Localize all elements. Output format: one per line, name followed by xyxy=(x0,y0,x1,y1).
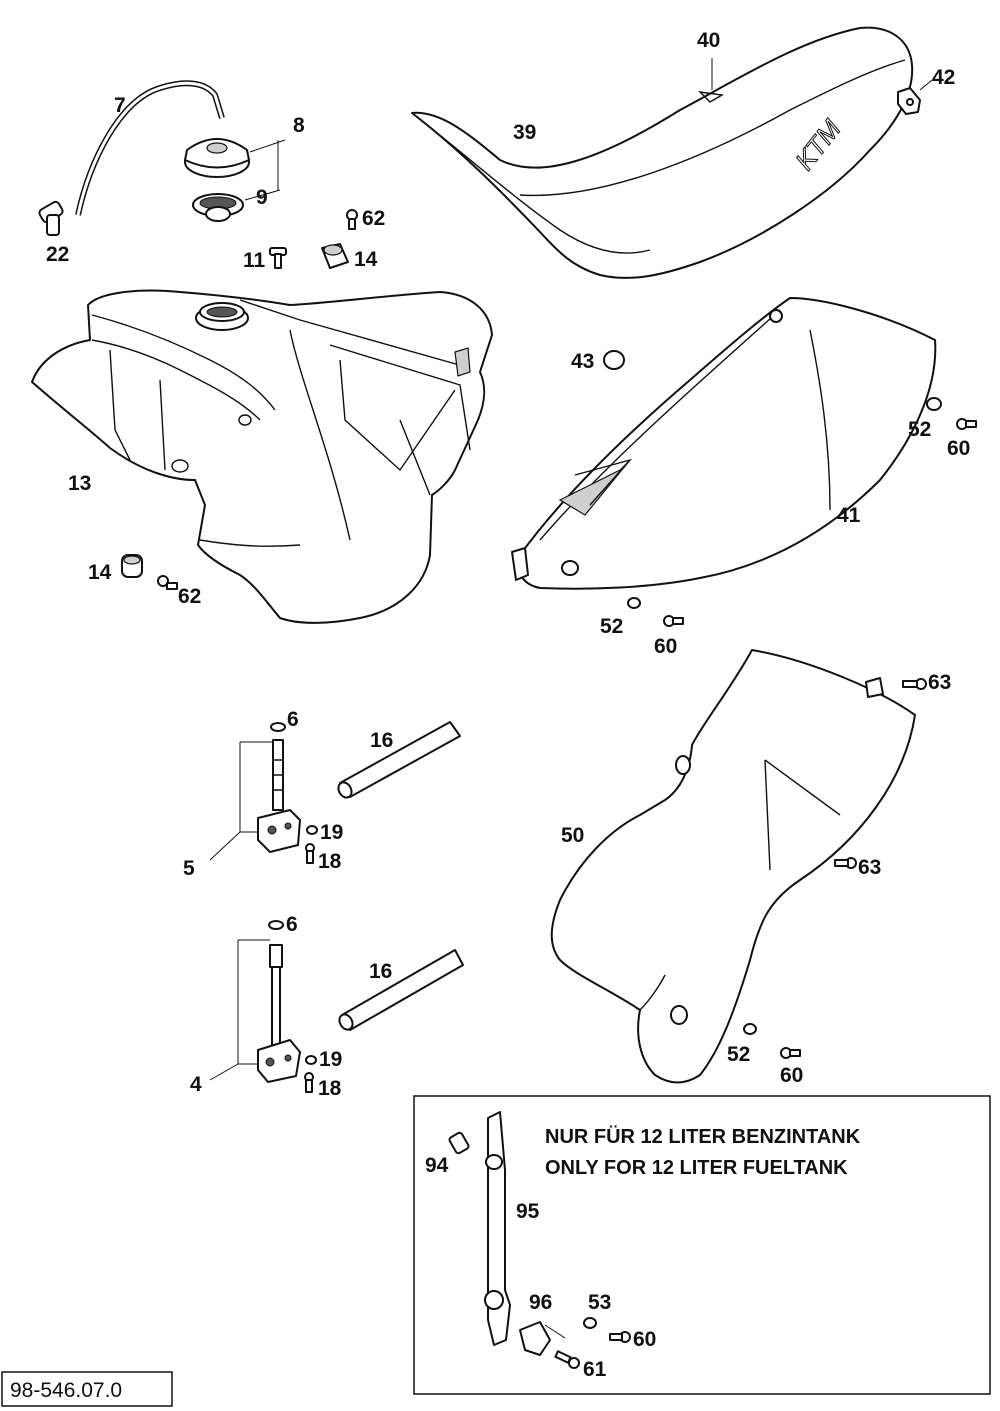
bolt-63-mid xyxy=(834,857,857,869)
label-63-mid: 63 xyxy=(858,856,881,879)
washer-52-mid xyxy=(627,597,641,609)
bolt-60-kit xyxy=(609,1331,631,1343)
label-60-lower: 60 xyxy=(780,1064,803,1087)
document-number-box: 98-546.07.0 xyxy=(1,1371,173,1407)
label-96: 96 xyxy=(529,1291,552,1314)
label-39: 39 xyxy=(513,121,536,144)
label-6-upper: 6 xyxy=(287,708,299,731)
bolt-60-right xyxy=(956,418,977,430)
label-40: 40 xyxy=(697,29,720,52)
fuel-tap-4 xyxy=(237,920,301,1083)
label-62-lower: 62 xyxy=(178,585,201,608)
leader-lines xyxy=(209,58,933,1081)
label-53: 53 xyxy=(588,1291,611,1314)
label-95: 95 xyxy=(516,1200,540,1223)
label-52-right: 52 xyxy=(908,418,931,441)
label-18-upper: 18 xyxy=(318,850,342,873)
seat-39: KTM xyxy=(411,26,914,279)
bolt-63-top xyxy=(902,678,927,690)
bushing-14-top xyxy=(321,243,349,269)
nut-96 xyxy=(519,1321,566,1356)
label-62-top: 62 xyxy=(362,207,385,230)
screw-11 xyxy=(269,247,287,269)
label-11: 11 xyxy=(243,249,266,272)
kit-box-12-liter xyxy=(413,1095,991,1395)
washer-19-upper xyxy=(306,825,318,835)
label-19-upper: 19 xyxy=(320,821,343,844)
label-61: 61 xyxy=(583,1358,607,1381)
label-52-lower: 52 xyxy=(727,1043,750,1066)
label-60-mid: 60 xyxy=(654,635,677,658)
label-16-lower: 16 xyxy=(369,960,392,983)
label-41: 41 xyxy=(837,504,861,527)
screw-62-lower xyxy=(157,575,178,590)
cap-seal-9 xyxy=(192,193,244,222)
screw-62-top xyxy=(346,209,358,230)
label-22: 22 xyxy=(46,243,69,266)
label-52-mid: 52 xyxy=(600,615,623,638)
label-63-top: 63 xyxy=(928,671,951,694)
label-19-lower: 19 xyxy=(319,1048,342,1071)
seat-bracket-42 xyxy=(897,87,921,115)
label-14-lower: 14 xyxy=(88,561,112,584)
label-60-right: 60 xyxy=(947,437,970,460)
label-7: 7 xyxy=(114,94,126,117)
label-4: 4 xyxy=(190,1073,202,1096)
label-5: 5 xyxy=(183,857,195,880)
fuel-line-16-upper xyxy=(337,721,461,799)
bracket-95 xyxy=(484,1111,511,1346)
washer-19-lower xyxy=(305,1055,317,1065)
label-6-lower: 6 xyxy=(286,913,298,936)
washer-53 xyxy=(583,1317,597,1329)
label-14-top: 14 xyxy=(354,248,378,271)
screw-18-lower xyxy=(304,1072,314,1093)
bushing-43 xyxy=(603,350,625,370)
elbow-fitting-22 xyxy=(38,200,64,236)
fuel-tank-13 xyxy=(31,289,493,624)
bolt-60-mid xyxy=(663,615,684,627)
fuel-line-16-lower xyxy=(338,949,464,1031)
label-9: 9 xyxy=(256,186,268,209)
label-16-upper: 16 xyxy=(370,729,393,752)
bushing-94 xyxy=(448,1131,470,1155)
kit-note-english: ONLY FOR 12 LITER FUELTANK xyxy=(545,1157,848,1179)
document-number: 98-546.07.0 xyxy=(10,1379,122,1402)
label-50: 50 xyxy=(561,824,584,847)
fuel-tap-5 xyxy=(239,722,301,853)
fuel-cap-8 xyxy=(184,138,250,178)
washer-52-right xyxy=(926,397,942,411)
label-60-kit: 60 xyxy=(633,1328,656,1351)
label-42: 42 xyxy=(932,66,955,89)
label-43: 43 xyxy=(571,350,594,373)
bolt-60-lower xyxy=(780,1047,801,1059)
fuel-hose-7 xyxy=(75,80,225,216)
kit-note-german: NUR FÜR 12 LITER BENZINTANK xyxy=(545,1125,861,1148)
label-94: 94 xyxy=(425,1154,449,1177)
label-8: 8 xyxy=(293,114,305,137)
label-18-lower: 18 xyxy=(318,1077,342,1100)
shroud-50 xyxy=(550,649,916,1084)
screw-18-upper xyxy=(305,843,315,864)
bushing-14-lower xyxy=(121,554,143,578)
washer-52-lower xyxy=(743,1023,757,1035)
label-13: 13 xyxy=(68,472,91,495)
side-panel-41 xyxy=(511,297,937,590)
bolt-61-kit xyxy=(554,1350,580,1369)
part-labels: 7 8 9 22 62 11 14 39 40 42 13 14 62 43 5… xyxy=(46,29,970,1381)
